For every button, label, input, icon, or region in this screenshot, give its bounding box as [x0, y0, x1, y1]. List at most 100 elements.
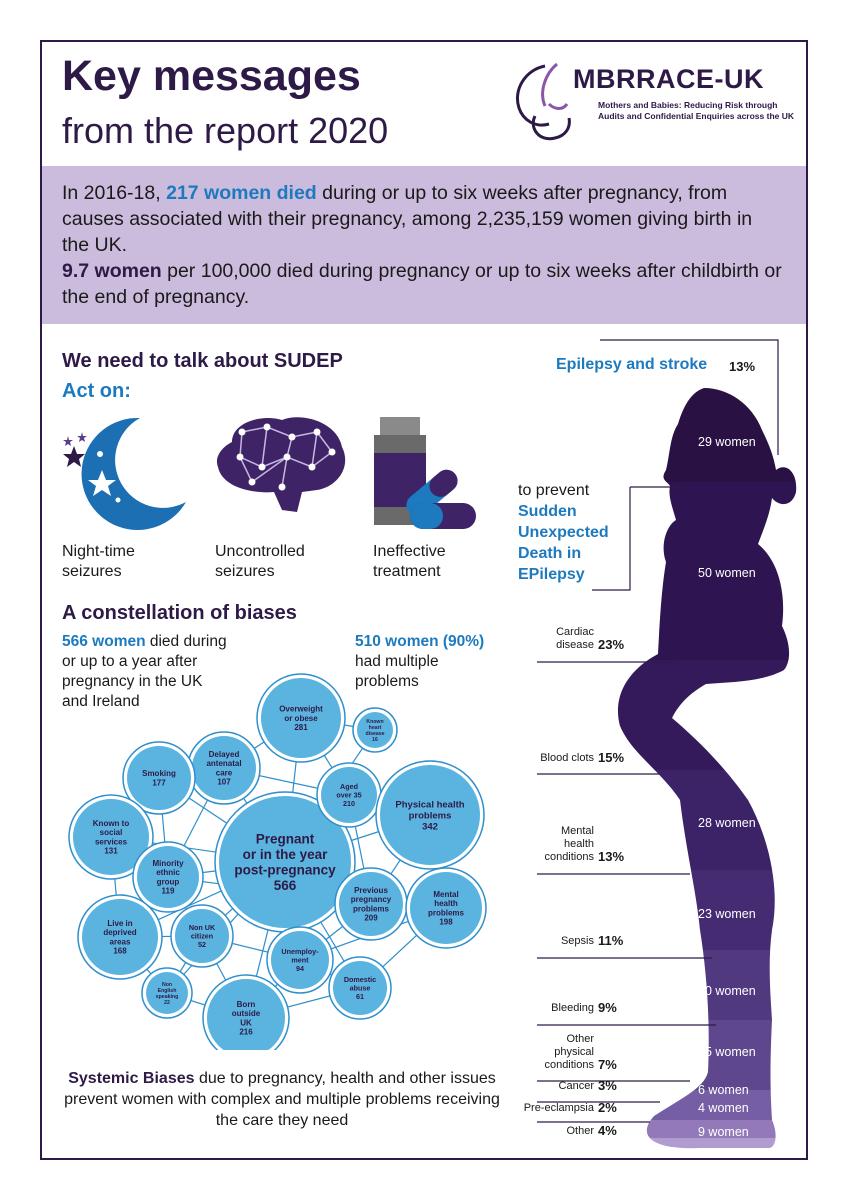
- bubble-label: outside: [232, 1009, 261, 1018]
- cause-band: [617, 1120, 797, 1138]
- brain-icon: [216, 417, 346, 512]
- cause-percent: 7%: [598, 1057, 617, 1072]
- cause-percent: 4%: [598, 1123, 617, 1138]
- logo-tagline: Mothers and Babies: Reducing Risk throug…: [598, 100, 794, 121]
- biases-heading: A constellation of biases: [62, 602, 297, 624]
- page-subtitle: from the report 2020: [62, 110, 389, 151]
- cause-percent: 9%: [598, 1000, 617, 1015]
- bubble-label: antenatal: [206, 759, 241, 768]
- bubble-label: Smoking: [142, 769, 176, 778]
- cause-name: Sepsis: [560, 935, 594, 947]
- cause-name: Other: [566, 1125, 594, 1137]
- bubble-label: care: [216, 768, 233, 777]
- bubble-label: post-pregnancy: [234, 862, 336, 877]
- sudep-definition: to prevent Sudden Unexpected Death in EP…: [518, 482, 609, 583]
- bubble-label: 119: [162, 887, 175, 896]
- bubble-label: English: [158, 988, 177, 994]
- bubble-label: Delayed: [209, 750, 240, 759]
- bubble-label: or obese: [284, 714, 318, 723]
- intro-text: In 2016-18, 217 women died during or up …: [62, 182, 782, 308]
- cause-percent: 23%: [598, 637, 625, 652]
- page-title: Key messages: [62, 52, 361, 100]
- bubble-label: social: [100, 828, 123, 837]
- cause-count: 9 women: [698, 1125, 749, 1139]
- cause-count: 20 women: [698, 984, 756, 998]
- bubble-label: Previous: [354, 886, 388, 895]
- bubble-label: 107: [217, 778, 231, 787]
- cause-band: [617, 1138, 797, 1149]
- bubble-label: health: [434, 899, 458, 908]
- bubble-label: problems: [353, 904, 390, 913]
- bubble-label: disease: [365, 731, 384, 737]
- bubble-label: Known: [366, 719, 383, 725]
- bubble-label: 566: [274, 878, 297, 893]
- cause-name: Epilepsy and stroke: [556, 356, 708, 373]
- bubble-label: speaking: [156, 994, 179, 1000]
- cause-band: [617, 388, 797, 482]
- logo-name: MBRRACE-UK: [573, 64, 764, 94]
- bubble-label: ment: [291, 956, 309, 965]
- bubble-label: group: [157, 877, 180, 886]
- bubble-label: UK: [240, 1018, 252, 1027]
- cause-count: 33 women: [698, 710, 756, 724]
- page-frame: [40, 40, 808, 1160]
- bubble-label: 61: [356, 992, 364, 1001]
- cause-count: 23 women: [698, 907, 756, 921]
- bubble-label: Born: [237, 1000, 256, 1009]
- bubble-label: Aged: [340, 782, 358, 791]
- sudep-heading: We need to talk about SUDEP: [62, 350, 343, 372]
- bubble-label: Domestic: [344, 975, 376, 984]
- bubble-label: 209: [364, 914, 378, 923]
- bubble-label: 22: [164, 1000, 170, 1006]
- bubble-label: Known to: [93, 819, 130, 828]
- medicine-icon: [374, 417, 476, 529]
- bubble-label: 131: [104, 847, 118, 856]
- cause-count: 4 women: [698, 1101, 749, 1115]
- cause-percent: 13%: [598, 849, 625, 864]
- bubble-label: problems: [409, 810, 452, 821]
- cause-percent: 3%: [598, 1078, 617, 1093]
- cause-count: 28 women: [698, 816, 756, 830]
- cause-count: 6 women: [698, 1083, 749, 1097]
- cause-percent: 2%: [598, 1100, 617, 1115]
- systemic-biases-note: Systemic Biases due to pregnancy, health…: [64, 1070, 500, 1129]
- bubble-label: Unemploy-: [281, 947, 319, 956]
- bubble-label: Overweight: [279, 705, 323, 714]
- act-on-heading: Act on:: [62, 380, 131, 402]
- cause-percent: 11%: [598, 933, 624, 948]
- bubble-label: 168: [113, 947, 127, 956]
- cause-name: Blood clots: [540, 752, 594, 764]
- cause-count: 50 women: [698, 566, 756, 580]
- bubble-label: Pregnant: [256, 831, 315, 846]
- bubble-label: heart: [369, 725, 382, 731]
- bubble-label: Non UK: [189, 923, 216, 932]
- moon-stars-icon: [63, 417, 186, 530]
- bubble-label: areas: [110, 937, 131, 946]
- bubble-label: deprived: [103, 928, 136, 937]
- bubble-label: 198: [439, 918, 453, 927]
- bubble-label: 281: [294, 723, 308, 732]
- bubble-label: pregnancy: [351, 895, 392, 904]
- bubble-label: Live in: [107, 919, 132, 928]
- bubble-label: 210: [343, 799, 355, 808]
- bubble-label: or in the year: [243, 847, 329, 862]
- cause-percent: 13%: [729, 359, 756, 374]
